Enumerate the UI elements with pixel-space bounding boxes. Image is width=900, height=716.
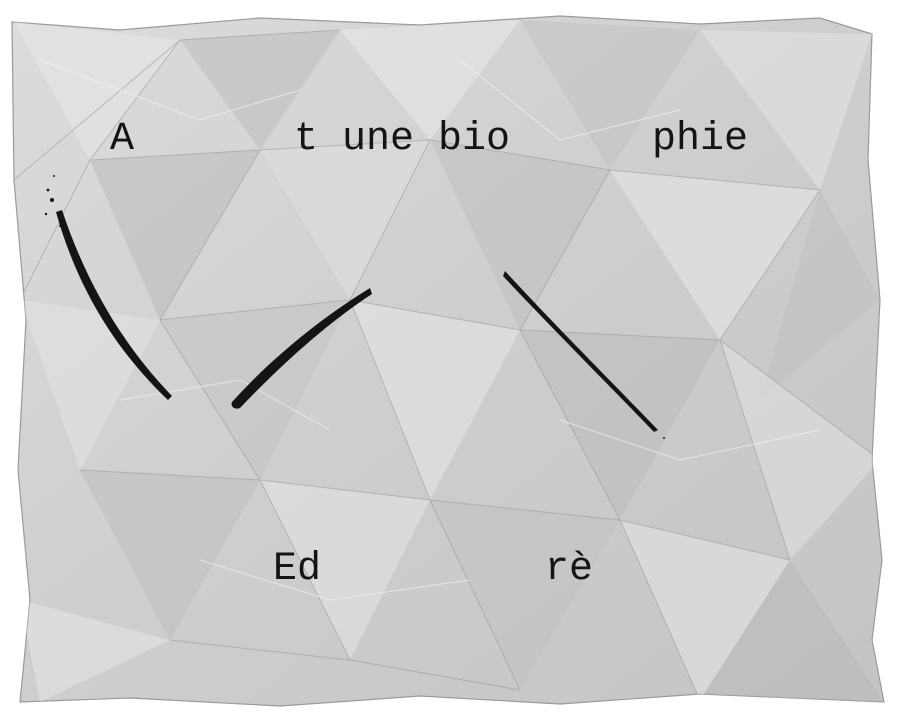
- text-fragment-une-bio: t une bio: [294, 117, 511, 162]
- ink-stroke-right-down: [503, 271, 658, 432]
- text-fragment-re: rè: [545, 547, 594, 592]
- ink-strokes: [44, 175, 665, 439]
- ink-splatter: [44, 175, 665, 439]
- text-fragment-phie: phie: [652, 117, 749, 162]
- text-fragment-ed: Ed: [273, 547, 322, 592]
- ink-stroke-left-down: [56, 210, 172, 400]
- text-fragment-a: A: [110, 117, 135, 162]
- ink-stroke-rising: [231, 288, 372, 409]
